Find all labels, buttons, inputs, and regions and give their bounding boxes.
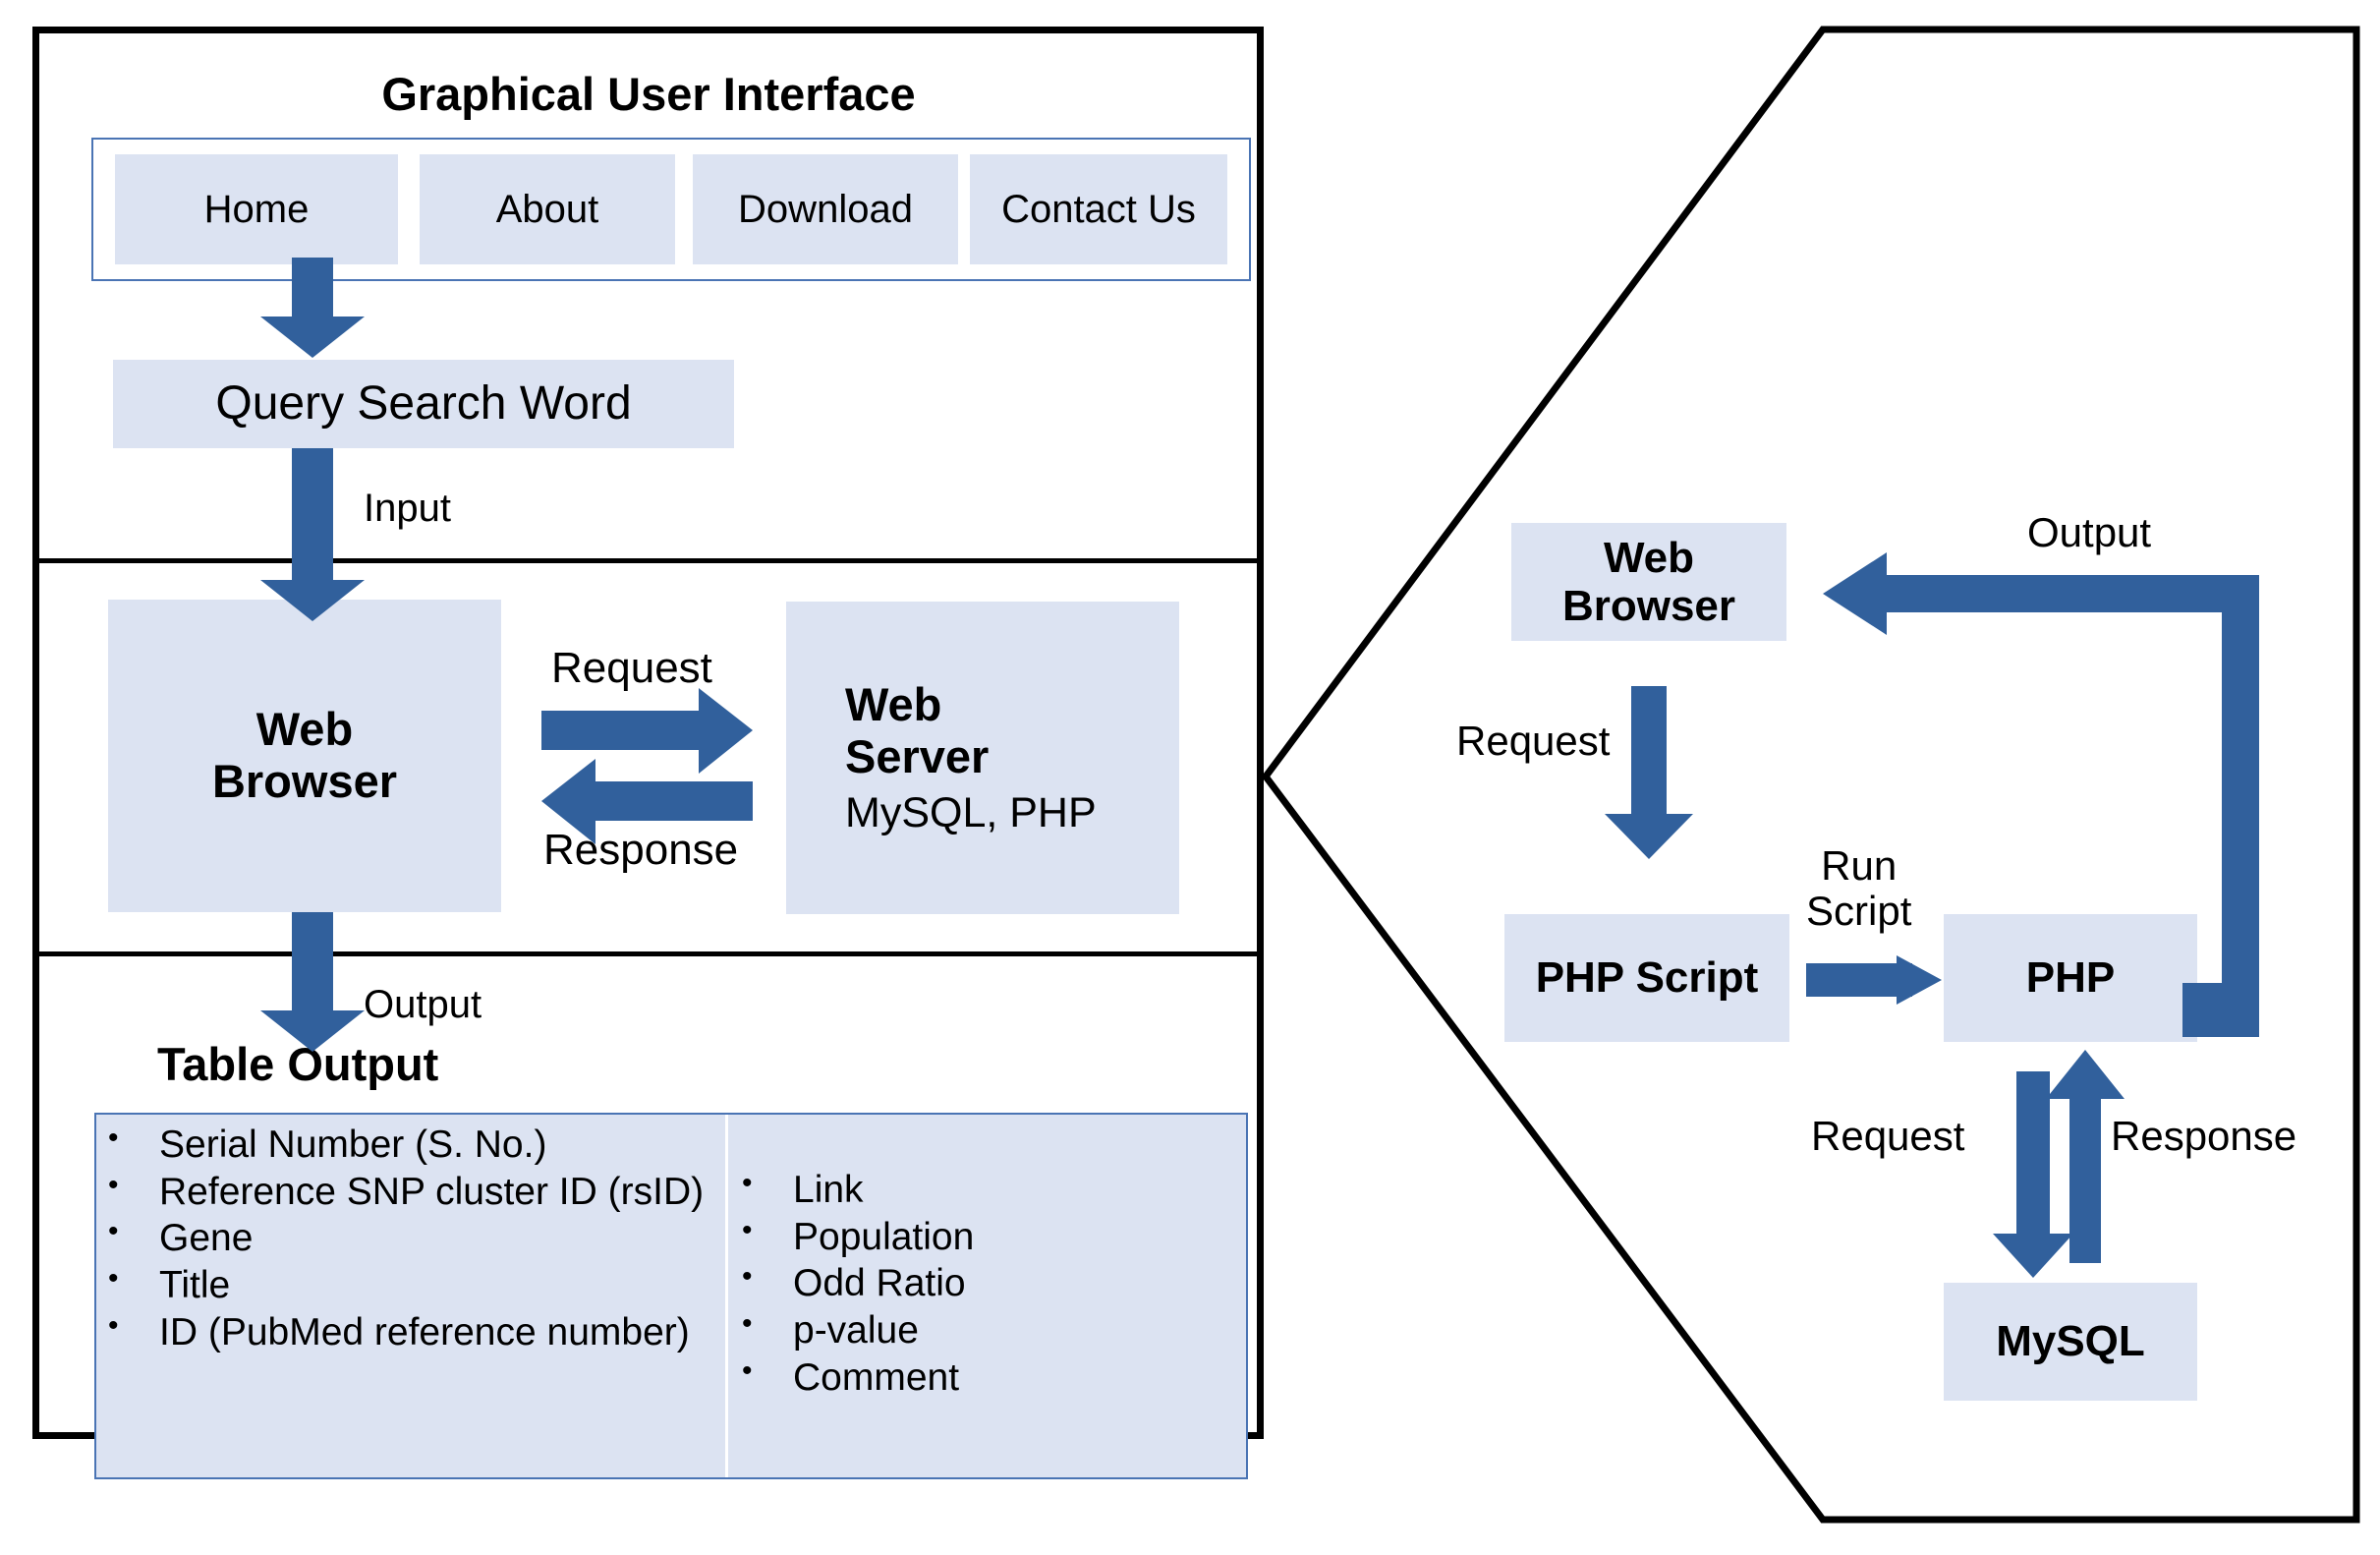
right-web-browser-box: Web Browser [1511,523,1786,641]
web-server-title: Web Server [845,678,990,782]
php-script-label: PHP Script [1535,953,1759,1003]
table-output-left-list: Serial Number (S. No.) Reference SNP clu… [98,1121,727,1356]
right-request-label: Request [1456,718,1611,764]
list-item: Comment [732,1353,1223,1401]
web-browser-box: Web Browser [108,600,501,912]
table-output-right-list: Link Population Odd Ratio p-value Commen… [732,1166,1223,1402]
query-search-box[interactable]: Query Search Word [113,360,734,448]
output-label: Output [2027,509,2152,555]
response-label: Response [543,826,739,874]
nav-item-contact-us[interactable]: Contact Us [970,154,1227,264]
nav-item-label: Download [738,187,913,231]
nav-item-label: Home [203,187,310,231]
panel-divider-bottom [32,951,1264,956]
list-item: Title [98,1261,727,1308]
arrow-db-request-down [1993,1071,2073,1278]
php-label: PHP [2025,953,2116,1003]
list-item: Reference SNP cluster ID (rsID) [98,1168,727,1215]
list-item: Link [732,1166,1223,1213]
list-item: Odd Ratio [732,1259,1223,1306]
input-arrow-label: Input [364,487,451,530]
nav-item-home[interactable]: Home [115,154,398,264]
nav-item-label: Contact Us [1001,187,1196,231]
query-search-label: Query Search Word [215,377,632,431]
output-arrow-label: Output [364,983,482,1026]
nav-item-download[interactable]: Download [693,154,958,264]
db-request-label: Request [1811,1113,1965,1159]
db-response-label: Response [2111,1113,2297,1159]
arrow-right-request [1605,686,1693,859]
web-browser-label: Web Browser [211,703,398,807]
list-item: p-value [732,1306,1223,1353]
request-label: Request [551,644,712,692]
list-item: Serial Number (S. No.) [98,1121,727,1168]
mysql-box: MySQL [1944,1283,2197,1401]
page-title: Graphical User Interface [381,68,916,120]
list-item: ID (PubMed reference number) [98,1308,727,1355]
nav-item-label: About [495,187,599,231]
mysql-label: MySQL [1996,1317,2145,1366]
nav-item-about[interactable]: About [420,154,675,264]
web-server-subtitle: MySQL, PHP [845,788,1097,836]
panel-divider-top [32,558,1264,563]
list-item: Gene [98,1214,727,1261]
web-server-box: Web Server MySQL, PHP [786,602,1179,914]
table-output-title: Table Output [157,1038,439,1090]
php-script-box: PHP Script [1504,914,1789,1042]
list-item: Population [732,1213,1223,1260]
run-script-label: Run Script [1806,842,1912,935]
right-web-browser-label: Web Browser [1561,533,1736,630]
arrow-run-script [1806,955,1942,1005]
php-box: PHP [1944,914,2197,1042]
